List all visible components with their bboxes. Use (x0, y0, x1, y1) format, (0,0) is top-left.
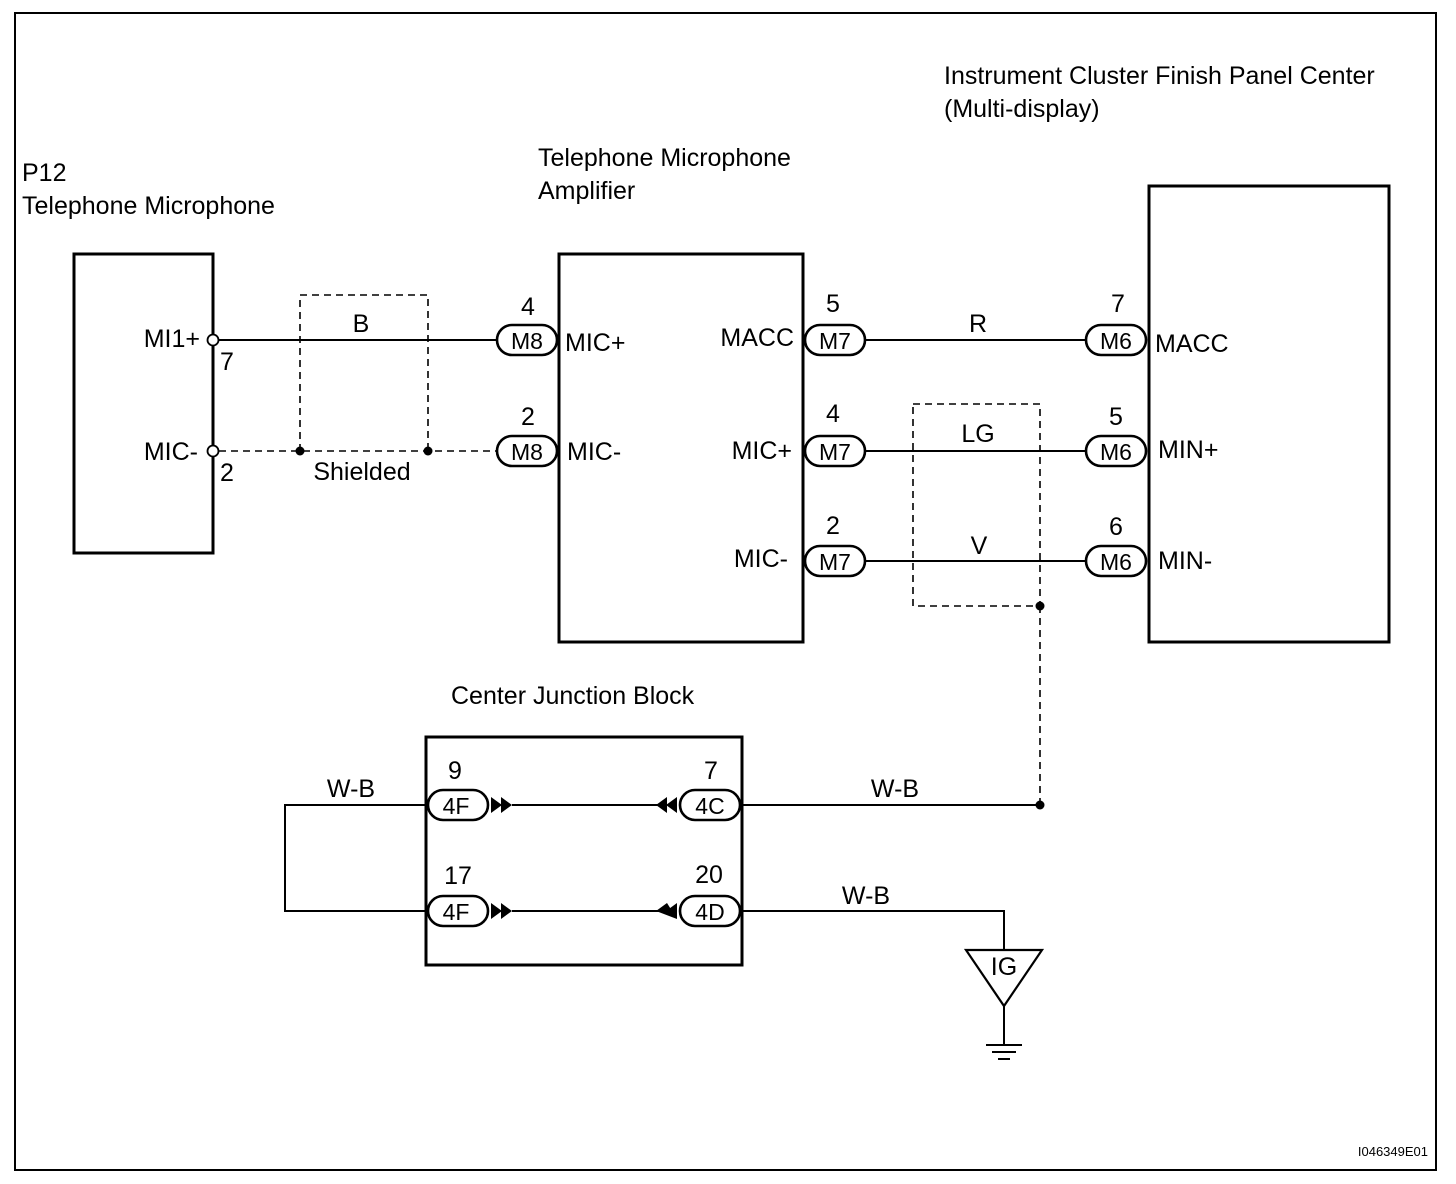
connector-m7-label: M7 (819, 549, 851, 575)
connector-m8-label: M8 (511, 328, 543, 354)
mic-terminal-2 (206, 444, 220, 458)
connector-arrow-icon (656, 797, 677, 813)
wire-color-r: R (969, 310, 987, 338)
cluster-pin-number-7: 7 (1111, 290, 1125, 318)
diagram-frame (14, 12, 1437, 1171)
cluster-pin-number-5: 5 (1109, 403, 1123, 431)
amp-pin-label-macc: MACC (720, 324, 794, 352)
ground-label: IG (991, 953, 1017, 981)
cluster-name-line2: (Multi-display) (944, 95, 1100, 123)
connector-arrow-icon (491, 903, 512, 919)
connector-m6-label: M6 (1100, 328, 1132, 354)
connector-arrow-icon (491, 797, 512, 813)
cluster-pin-label-minplus: MIN+ (1158, 436, 1218, 464)
wire-color-v: V (971, 532, 988, 560)
amp-name-line1: Telephone Microphone (538, 144, 791, 172)
mic-pin-number-2: 2 (220, 459, 234, 487)
wire-jb-loop (284, 804, 428, 912)
microphone-amplifier-component: Telephone Microphone Amplifier M8 4 MIC+… (495, 144, 867, 644)
splice-point-ground (1035, 800, 1045, 810)
junction-pin-number-17: 17 (444, 862, 472, 890)
mic-pin-label-micminus: MIC- (144, 438, 198, 466)
junction-box (424, 735, 744, 967)
connector-m7-label: M7 (819, 439, 851, 465)
junction-name: Center Junction Block (451, 682, 695, 710)
mic-pin-number-7: 7 (220, 348, 234, 376)
connector-m6-label: M6 (1100, 549, 1132, 575)
connector-m7-label: M7 (819, 328, 851, 354)
connector-4f-label: 4F (443, 899, 470, 925)
cluster-pin-label-macc: MACC (1155, 330, 1229, 358)
mic-box (72, 252, 215, 555)
connector-arrow-icon (656, 903, 677, 919)
connector-m8-pin2 (495, 434, 559, 468)
shield-splice-left (295, 446, 305, 456)
connector-m6-pin5 (1084, 434, 1148, 468)
wire-color-b: B (353, 310, 370, 338)
amp-pin-number-4: 4 (521, 293, 535, 321)
connector-m8-pin4 (495, 323, 559, 357)
mic-name: Telephone Microphone (22, 192, 275, 220)
wire-color-jb-right-top: W-B (871, 775, 919, 803)
amp-box (557, 252, 805, 644)
connector-m6-pin6 (1084, 544, 1148, 578)
shield-outline-lg-v (912, 403, 1041, 607)
amp-to-cluster-wires: R LG V (865, 310, 1087, 805)
connector-4f-label: 4F (443, 793, 470, 819)
mic-to-amp-wires: B Shielded (206, 294, 498, 486)
shield-outline (299, 294, 429, 451)
mic-terminal-7 (206, 333, 220, 347)
cluster-pin-number-6: 6 (1109, 513, 1123, 541)
connector-m8-label: M8 (511, 439, 543, 465)
shielded-label: Shielded (313, 458, 410, 486)
wire-color-jb-left: W-B (327, 775, 375, 803)
ground-point-ig: IG (963, 948, 1045, 1060)
amp-pin-label-micplus: MIC+ (565, 329, 625, 357)
shield-splice-top (1035, 601, 1045, 611)
junction-pin-number-20: 20 (695, 861, 723, 889)
junction-external-wires: W-B W-B W-B (284, 775, 1045, 950)
junction-pin-number-9: 9 (448, 757, 462, 785)
mic-pin-label-mi1plus: MI1+ (144, 325, 200, 353)
telephone-microphone-component: P12 Telephone Microphone MI1+ 7 MIC- 2 (22, 159, 275, 555)
wire-color-jb-right-bottom: W-B (842, 882, 890, 910)
wire-jb-right-bottom (740, 910, 1005, 950)
figure-id: I046349E01 (1358, 1144, 1428, 1159)
junction-pin-number-7: 7 (704, 757, 718, 785)
cluster-box (1147, 184, 1391, 644)
amp-pin-number-5: 5 (826, 290, 840, 318)
wire-color-lg: LG (961, 420, 994, 448)
amp-pin-label-micminus: MIC- (567, 438, 621, 466)
shield-splice-right (423, 446, 433, 456)
amp-pin-label-micminus-right: MIC- (734, 545, 788, 573)
amp-name-line2: Amplifier (538, 177, 635, 205)
cluster-name-line1: Instrument Cluster Finish Panel Center (944, 62, 1375, 90)
connector-4c-label: 4C (695, 793, 724, 819)
amp-pin-number-2: 2 (521, 403, 535, 431)
ground-triangle-icon (963, 948, 1045, 1008)
cluster-pin-label-minminus: MIN- (1158, 547, 1212, 575)
amp-pin-label-micplus-right: MIC+ (732, 437, 792, 465)
instrument-cluster-component: Instrument Cluster Finish Panel Center (… (944, 62, 1391, 644)
mic-code: P12 (22, 159, 66, 187)
center-junction-block-component: Center Junction Block 4F 9 4F 17 4C 7 4D… (424, 682, 744, 967)
connector-4d-label: 4D (695, 899, 724, 925)
connector-m6-label: M6 (1100, 439, 1132, 465)
amp-pin-number-4-right: 4 (826, 400, 840, 428)
connector-m6-pin7 (1084, 323, 1148, 357)
amp-pin-number-2-right: 2 (826, 512, 840, 540)
